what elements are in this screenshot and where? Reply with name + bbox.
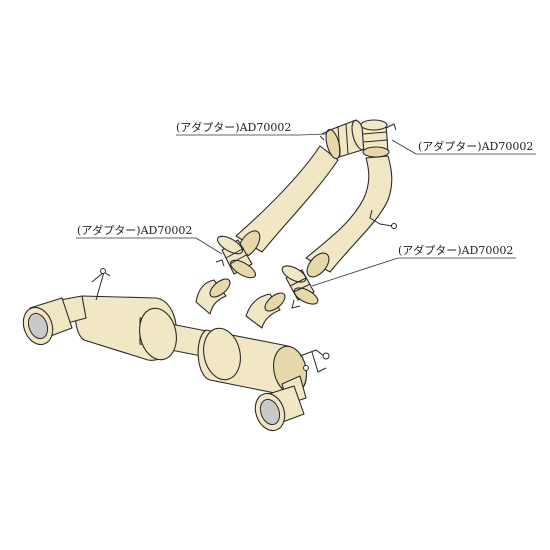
adapter-top-right: [360, 119, 397, 158]
callout-adapter-top-left: (アダプター)AD70002: [176, 121, 292, 134]
leader-2: [391, 139, 417, 155]
adapter-middle-left: [215, 235, 257, 279]
right-tailpipe: [254, 349, 330, 432]
adapter-middle-right: [281, 265, 319, 309]
leader-4: [311, 257, 399, 287]
left-tailpipe: [22, 295, 87, 346]
callout-adapter-middle-right: (アダプター)AD70002: [398, 244, 514, 257]
rear-muffler: [74, 268, 307, 396]
leader-lines: [76, 133, 536, 287]
front-pipe-left: [235, 145, 339, 258]
front-pipe-right: [305, 155, 397, 278]
leader-1: [299, 133, 327, 136]
y-pipe-inlets: [195, 278, 286, 329]
callout-adapter-middle-left: (アダプター)AD70002: [77, 224, 193, 237]
leader-3: [195, 237, 223, 255]
callout-adapter-top-right: (アダプター)AD70002: [418, 140, 534, 153]
